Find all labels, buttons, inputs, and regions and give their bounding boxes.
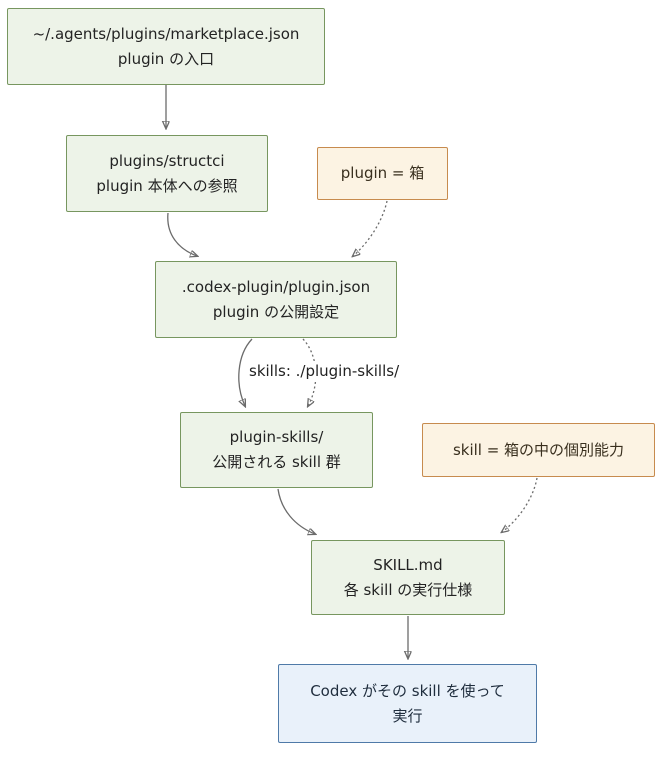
node-marketplace-json: ~/.agents/plugins/marketplace.json plugi… xyxy=(7,8,325,85)
edge-skillnote-to-skillmd xyxy=(502,477,538,532)
edge-pluginskills-to-skillmd xyxy=(277,488,315,534)
node-subtitle: 実行 xyxy=(392,706,423,725)
edge-pluginjson-to-pluginskills-dotted xyxy=(302,338,317,406)
node-codex-exec: Codex がその skill を使って 実行 xyxy=(278,664,537,743)
node-title: ~/.agents/plugins/marketplace.json xyxy=(32,24,300,43)
node-title: SKILL.md xyxy=(373,555,443,574)
node-title: plugins/structci xyxy=(109,151,225,170)
node-plugin-skills: plugin-skills/ 公開される skill 群 xyxy=(180,412,373,488)
edge-pluginnote-to-pluginjson xyxy=(353,200,388,256)
node-title: Codex がその skill を使って xyxy=(310,681,505,700)
edge-structci-to-pluginjson xyxy=(167,212,197,256)
edge-label-skills-path: skills: ./plugin-skills/ xyxy=(246,361,403,382)
node-plugins-structci: plugins/structci plugin 本体への参照 xyxy=(66,135,268,212)
node-title: skill = 箱の中の個別能力 xyxy=(452,440,625,459)
node-title: .codex-plugin/plugin.json xyxy=(181,277,371,296)
node-title: plugin = 箱 xyxy=(340,164,425,182)
node-title: plugin-skills/ xyxy=(229,428,324,446)
node-subtitle: 各 skill の実行仕様 xyxy=(343,580,473,599)
edge-pluginjson-to-pluginskills-solid xyxy=(239,338,253,406)
node-subtitle: 公開される skill 群 xyxy=(212,453,341,471)
node-skill-note: skill = 箱の中の個別能力 xyxy=(422,423,655,477)
node-plugin-note: plugin = 箱 xyxy=(317,147,448,200)
node-subtitle: plugin の入口 xyxy=(117,49,215,68)
node-subtitle: plugin 本体への参照 xyxy=(96,176,238,195)
node-codex-plugin-json: .codex-plugin/plugin.json plugin の公開設定 xyxy=(155,261,397,338)
node-subtitle: plugin の公開設定 xyxy=(212,302,340,321)
node-skill-md: SKILL.md 各 skill の実行仕様 xyxy=(311,540,505,615)
